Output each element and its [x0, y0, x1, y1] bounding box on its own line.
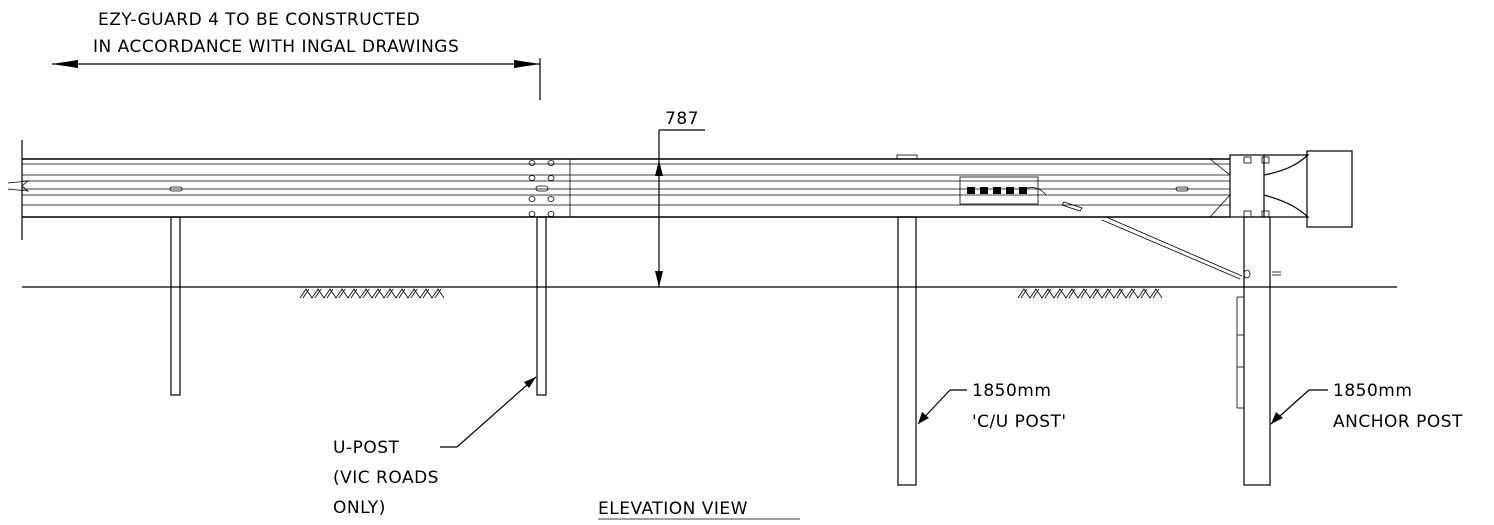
upost-label-line-1: U-POST [333, 438, 400, 458]
ground-hatch-right [1017, 288, 1163, 299]
end-terminal [1229, 150, 1353, 228]
cu-post-leader [917, 389, 967, 425]
u-post [536, 216, 547, 396]
anchor-cable [1101, 216, 1281, 280]
post-1 [170, 216, 181, 396]
view-title: ELEVATION VIEW [598, 499, 748, 519]
note-line-2: IN ACCORDANCE WITH INGAL DRAWINGS [93, 37, 459, 57]
cu-post [897, 216, 917, 486]
bolt-slots [169, 160, 1189, 217]
extent-arrow [52, 58, 541, 100]
cu-post-label-line-2: 'C/U POST' [972, 412, 1067, 432]
rail-tab [896, 154, 918, 160]
anchor-post-label-line-1: 1850mm [1333, 381, 1412, 401]
cu-post-label-line-1: 1850mm [972, 381, 1051, 401]
note-line-1: EZY-GUARD 4 TO BE CONSTRUCTED [98, 10, 420, 30]
anchor-post [1243, 216, 1271, 486]
ground-hatch-left [299, 288, 445, 299]
anchor-plate [1236, 296, 1244, 409]
anchor-post-label-line-2: ANCHOR POST [1333, 412, 1463, 432]
upost-label-line-3: ONLY) [333, 498, 386, 518]
anchor-post-leader [1270, 389, 1328, 425]
height-dimension [655, 129, 705, 287]
dimension-value: 787 [665, 109, 699, 129]
upost-leader [440, 376, 537, 448]
cable-bracket [959, 176, 1083, 212]
guard-rail-beam [7, 140, 1231, 240]
upost-label-line-2: (VIC ROADS [333, 468, 439, 488]
